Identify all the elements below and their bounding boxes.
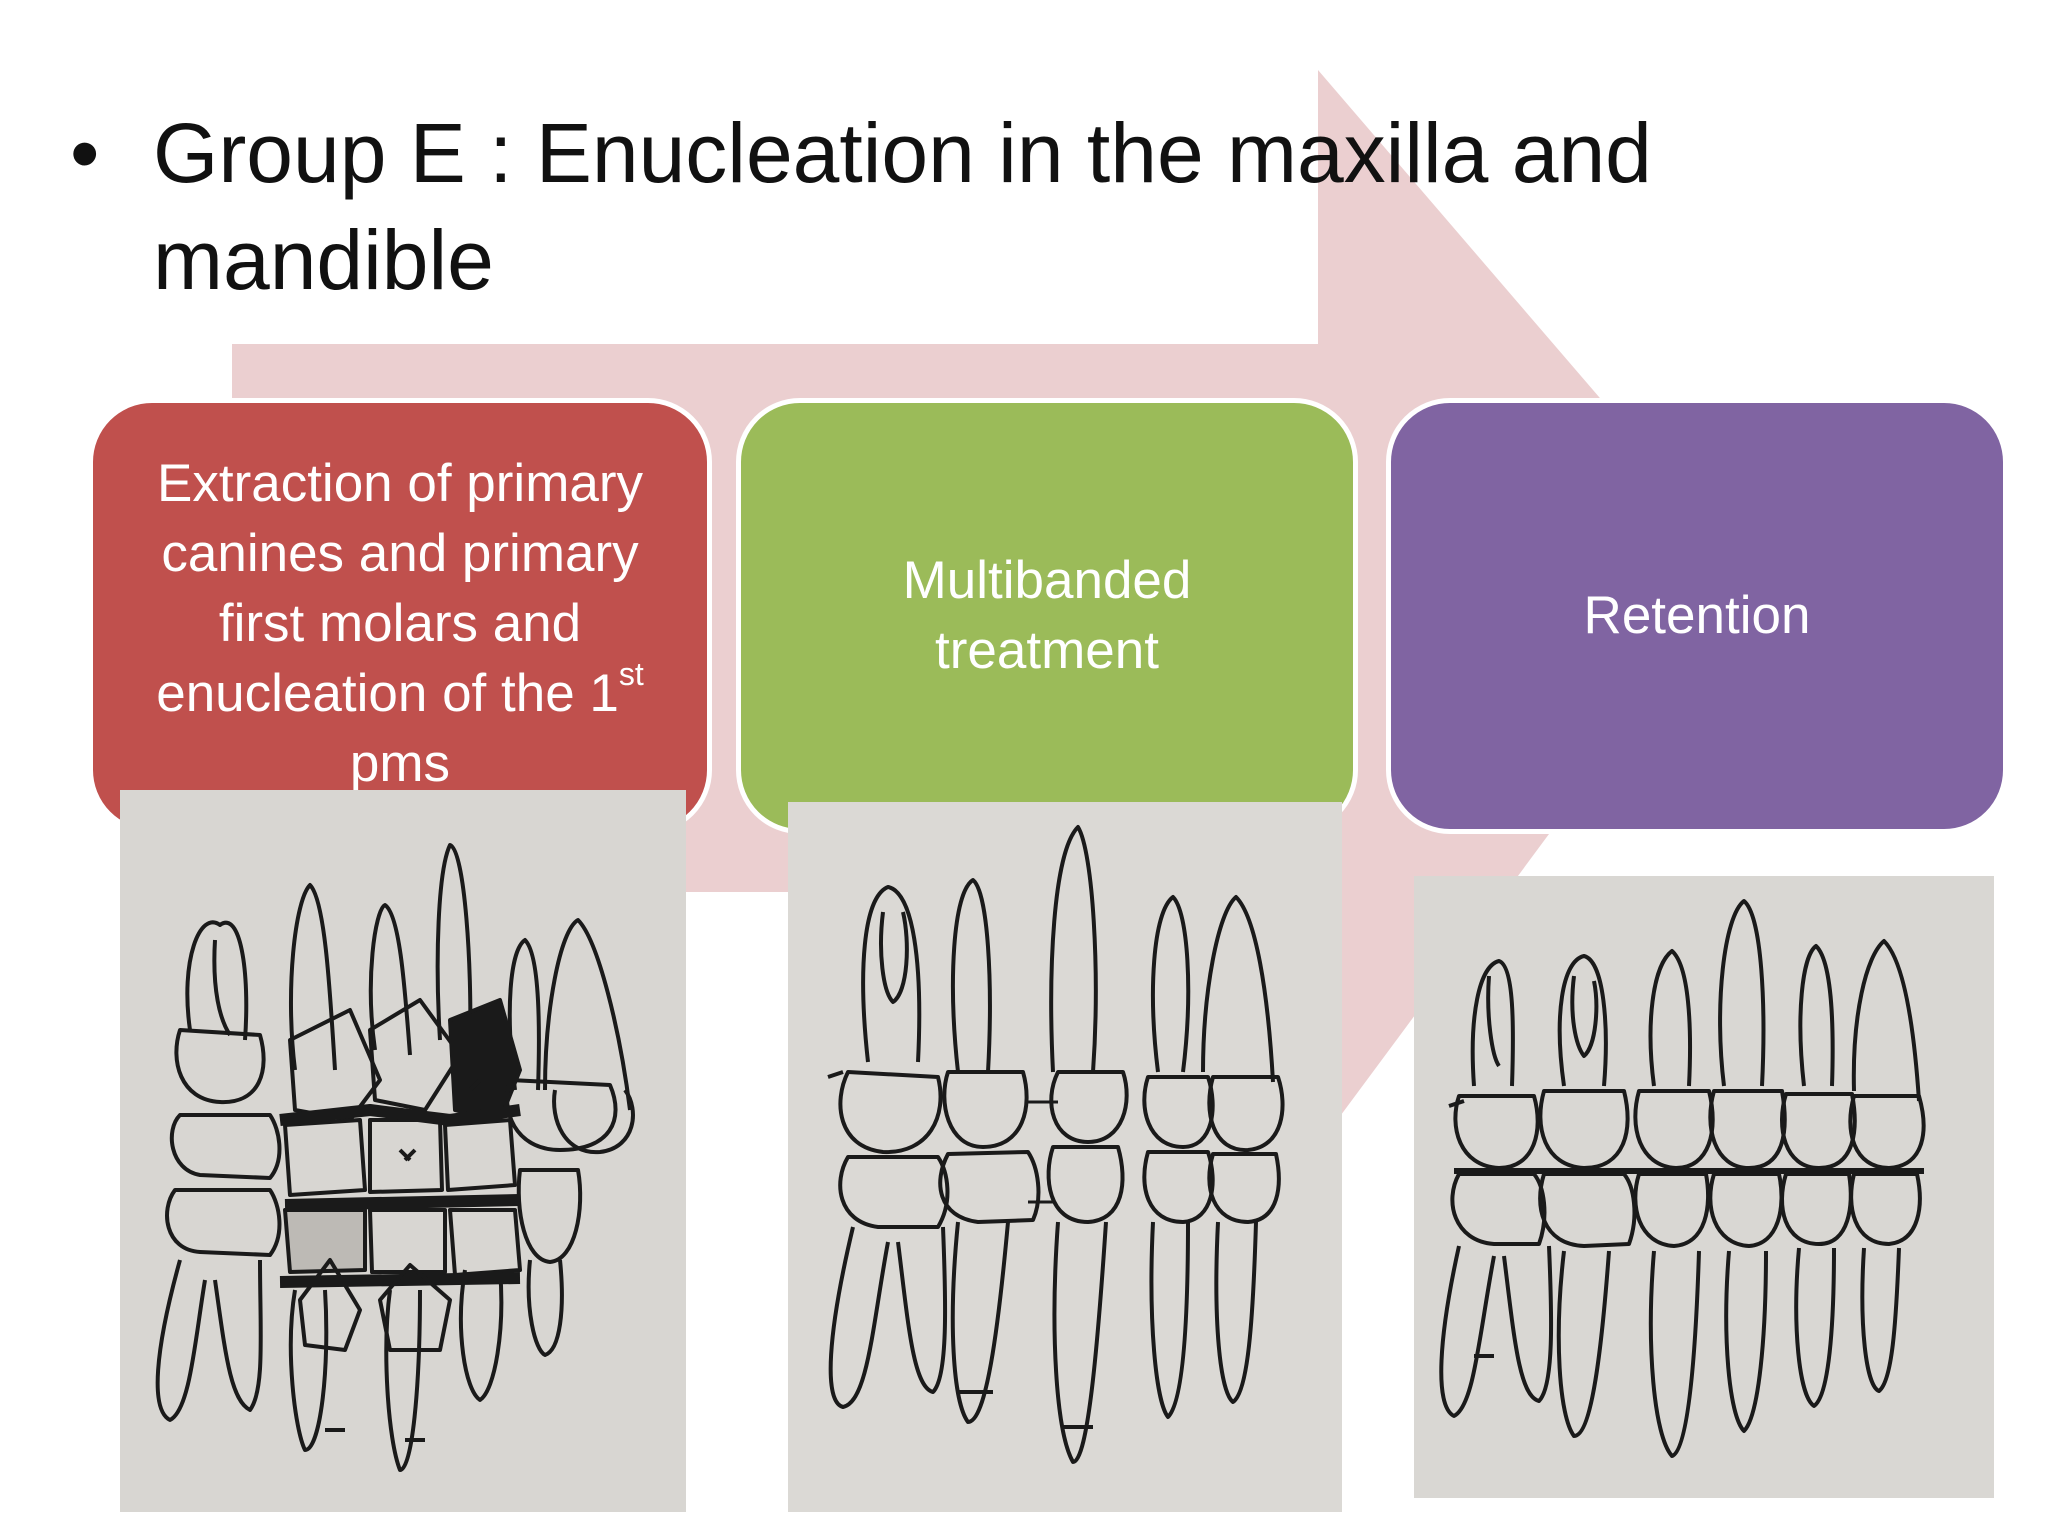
title-bullet: • [70,106,100,200]
slide-title: • Group E : Enucleation in the maxilla a… [70,100,1770,314]
step-box-extraction: Extraction of primary canines and primar… [88,398,712,834]
title-text: Group E : Enucleation in the maxilla and… [153,106,1652,307]
step-box-retention: Retention [1386,398,2008,834]
step-label-retention: Retention [1583,586,1811,645]
teeth-diagram-multibanded-icon [788,802,1342,1512]
step-label-multibanded: Multibanded treatment [902,551,1192,680]
teeth-diagram-extraction-icon [120,790,686,1512]
step-box-multibanded: Multibanded treatment [736,398,1358,834]
ordinal-superscript: st [618,656,644,692]
step-label-extraction: Extraction of primary canines and primar… [156,454,644,793]
teeth-diagram-retention-icon [1414,876,1994,1498]
